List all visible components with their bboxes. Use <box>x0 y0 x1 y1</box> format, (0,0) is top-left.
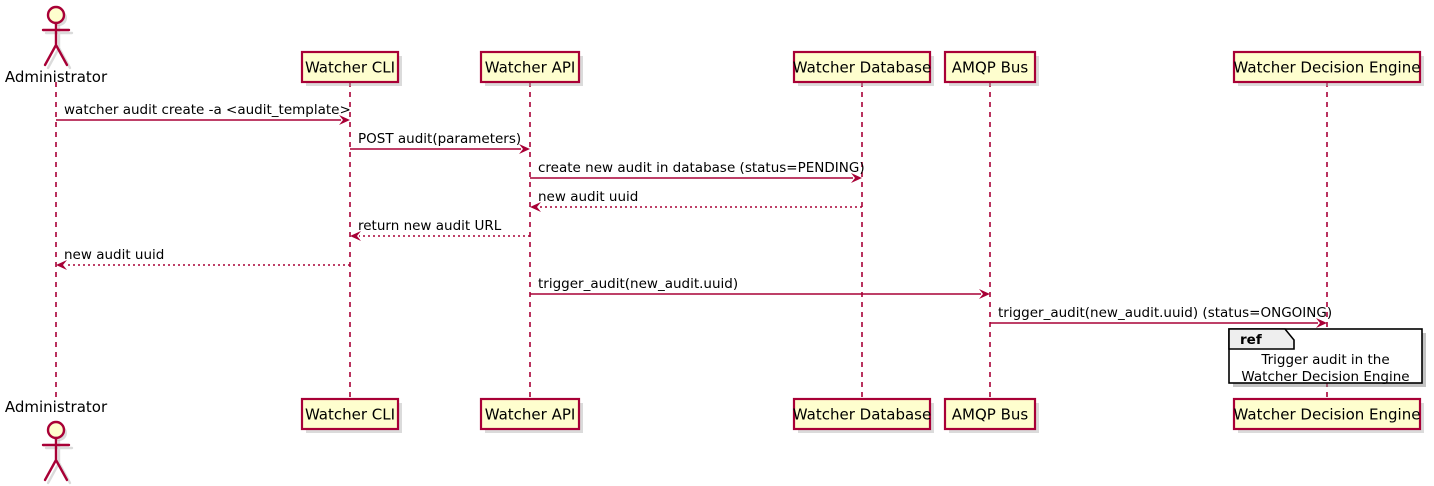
actor-body-shadow <box>44 439 74 485</box>
message-arrowhead <box>350 231 361 241</box>
participants-bottom-layer: Administrator Watcher CLI Watcher API Watch… <box>5 397 1424 485</box>
lifelines-layer <box>55 82 1328 399</box>
message-label: watcher audit create -a <audit_template> <box>64 102 351 118</box>
message-arrowhead <box>519 144 530 154</box>
actor-body-icon <box>41 436 71 482</box>
message-arrowhead <box>339 115 350 125</box>
participant-label-watcher-decision-engine: Watcher Decision Engine <box>1234 406 1421 424</box>
participant-watcher-cli[interactable]: Watcher CLI <box>300 397 402 433</box>
participants-top-layer: Administrator Watcher CLI Watcher API Watch… <box>5 5 1424 86</box>
participant-watcher-api[interactable]: Watcher API <box>479 50 583 86</box>
message-label: trigger_audit(new_audit.uuid) <box>538 276 738 292</box>
message-arrowhead <box>530 202 541 212</box>
message-msg-4: new audit uuid <box>530 189 862 212</box>
actor-administrator <box>41 420 74 485</box>
participant-box[interactable] <box>792 50 932 84</box>
message-msg-8: trigger_audit(new_audit.uuid) (status=ON… <box>990 305 1332 328</box>
actor-head-icon <box>46 5 66 25</box>
participant-label-watcher-database: Watcher Database <box>793 59 931 77</box>
message-label: create new audit in database (status=PEN… <box>538 160 865 176</box>
participant-label-watcher-cli: Watcher CLI <box>305 59 395 77</box>
participant-box[interactable] <box>792 397 932 431</box>
participant-label-watcher-cli: Watcher CLI <box>305 406 395 424</box>
participant-watcher-database[interactable]: Watcher Database <box>792 50 934 86</box>
participant-box[interactable] <box>300 397 400 431</box>
participant-box[interactable] <box>943 397 1037 431</box>
participant-box[interactable] <box>943 50 1037 84</box>
actor-label-administrator: Administrator <box>5 398 108 416</box>
message-label: new audit uuid <box>538 189 638 205</box>
message-msg-2: POST audit(parameters) <box>350 131 530 154</box>
actor-label-administrator: Administrator <box>5 68 108 86</box>
actor-body-shadow <box>44 24 74 70</box>
ref-tab-label: ref <box>1240 332 1262 348</box>
participant-label-watcher-database: Watcher Database <box>793 406 931 424</box>
participant-box[interactable] <box>1232 50 1422 84</box>
messages-layer: watcher audit create -a <audit_template>… <box>56 102 1332 328</box>
message-label: POST audit(parameters) <box>358 131 521 147</box>
actor-head-icon <box>46 420 66 440</box>
ref-line-0: Trigger audit in the <box>1260 352 1389 368</box>
participant-watcher-cli[interactable]: Watcher CLI <box>300 50 402 86</box>
message-arrowhead <box>979 289 990 299</box>
message-msg-6: new audit uuid <box>56 247 350 270</box>
participant-box[interactable] <box>300 50 400 84</box>
participant-watcher-decision-engine[interactable]: Watcher Decision Engine <box>1232 397 1424 433</box>
participant-watcher-database[interactable]: Watcher Database <box>792 397 934 433</box>
participant-label-amqp-bus: AMQP Bus <box>952 59 1029 77</box>
actor-body-icon <box>41 21 71 67</box>
ref-tab-shape <box>1228 328 1295 350</box>
participant-watcher-api[interactable]: Watcher API <box>479 397 583 433</box>
message-msg-7: trigger_audit(new_audit.uuid) <box>530 276 990 299</box>
message-arrowhead <box>851 173 862 183</box>
participant-box[interactable] <box>479 50 581 84</box>
message-arrowhead <box>1316 318 1327 328</box>
participant-amqp-bus[interactable]: AMQP Bus <box>943 397 1039 433</box>
message-label: trigger_audit(new_audit.uuid) (status=ON… <box>998 305 1332 321</box>
message-arrowhead <box>56 260 67 270</box>
message-msg-1: watcher audit create -a <audit_template> <box>56 102 351 125</box>
participant-label-watcher-api: Watcher API <box>485 406 576 424</box>
actor-administrator <box>41 5 74 70</box>
message-label: new audit uuid <box>64 247 164 263</box>
participant-label-watcher-api: Watcher API <box>485 59 576 77</box>
message-label: return new audit URL <box>358 218 502 234</box>
participant-label-watcher-decision-engine: Watcher Decision Engine <box>1234 59 1421 77</box>
participant-label-amqp-bus: AMQP Bus <box>952 406 1029 424</box>
participant-watcher-decision-engine[interactable]: Watcher Decision Engine <box>1232 50 1424 86</box>
participant-box[interactable] <box>1232 397 1422 431</box>
message-msg-5: return new audit URL <box>350 218 530 241</box>
participant-box[interactable] <box>479 397 581 431</box>
ref-line-1: Watcher Decision Engine <box>1241 369 1409 385</box>
participant-amqp-bus[interactable]: AMQP Bus <box>943 50 1039 86</box>
message-msg-3: create new audit in database (status=PEN… <box>530 160 865 183</box>
